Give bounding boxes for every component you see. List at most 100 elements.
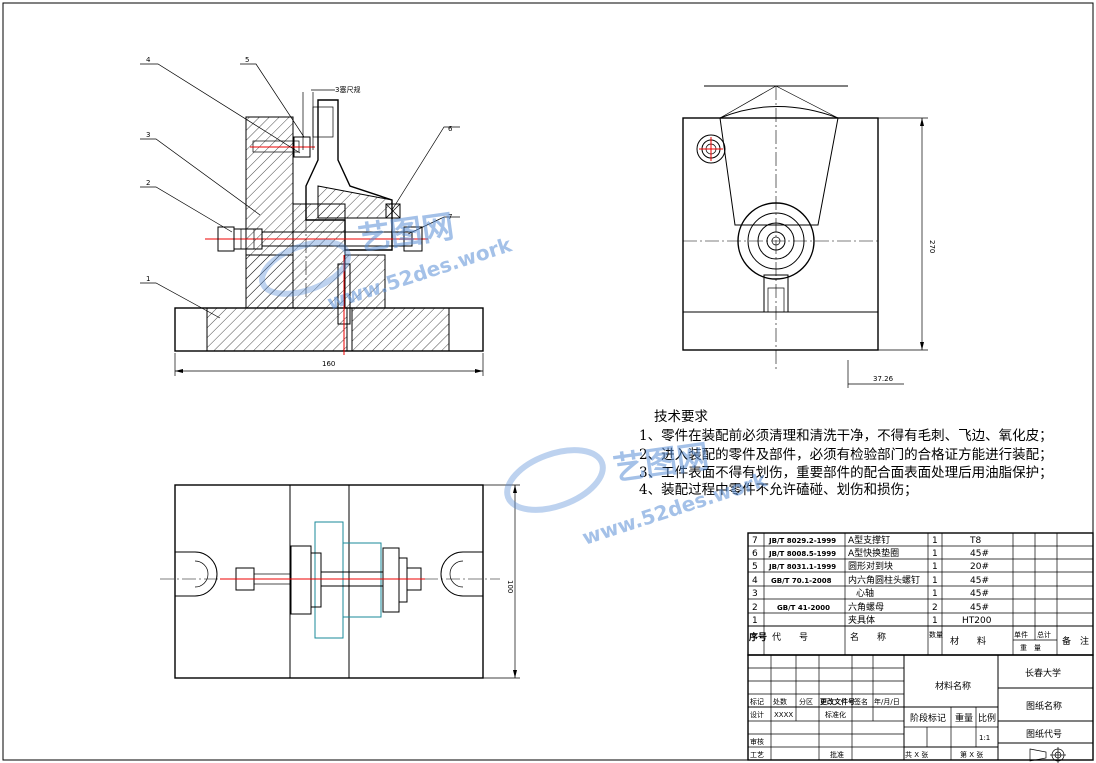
dim-right-offset: 37.26 — [873, 375, 894, 383]
svg-text:XXXX: XXXX — [774, 711, 793, 719]
svg-text:1: 1 — [752, 616, 758, 626]
tech-req-item: 3、工件表面不得有划伤，重要部件的配合面表面处理后用油脂保护； — [639, 464, 1053, 481]
callout-7: 7 — [448, 213, 452, 221]
bom-row: 4 GB/T 70.1-2008 内六角圆柱头螺钉 1 45# — [752, 574, 989, 586]
svg-text:六角螺母: 六角螺母 — [848, 601, 884, 613]
svg-text:阶段标记: 阶段标记 — [910, 712, 946, 724]
callout-5: 5 — [245, 56, 249, 64]
svg-text:审核: 审核 — [750, 737, 764, 746]
svg-text:图纸名称: 图纸名称 — [1026, 700, 1062, 712]
dim-base-length: 160 — [322, 360, 335, 368]
svg-text:序号: 序号 — [749, 631, 767, 643]
callout-2: 2 — [146, 179, 150, 187]
side-view-dims: 270 37.26 — [873, 240, 936, 383]
svg-text:1: 1 — [932, 536, 938, 546]
feeler-label: 3塞尺规 — [335, 85, 360, 94]
svg-text:长春大学: 长春大学 — [1025, 667, 1061, 679]
bom-row: 5 JB/T 8031.1-1999 圆形对到块 1 20# — [752, 560, 989, 572]
svg-text:设计: 设计 — [750, 710, 764, 719]
dim-bottom-height: 100 — [506, 580, 514, 593]
svg-text:2: 2 — [752, 603, 758, 613]
bom-header: 序号 代 号 名 称 数量 材 料 单件 总计 重 量 备 注 — [749, 630, 1089, 652]
svg-text:签名: 签名 — [854, 697, 868, 706]
title-block — [747, 654, 1094, 763]
bom-row: 6 JB/T 8008.5-1999 A型快换垫圈 1 45# — [752, 547, 989, 559]
callout-6: 6 — [448, 125, 453, 133]
svg-text:心轴: 心轴 — [856, 587, 874, 599]
svg-text:更改文件号: 更改文件号 — [820, 697, 855, 706]
svg-text:1:1: 1:1 — [979, 734, 990, 742]
svg-text:45#: 45# — [970, 603, 989, 613]
bom-rows: 7 JB/T 8029.2-1999 A型支撑钉 1 T8 6 JB/T 800… — [749, 534, 1089, 652]
svg-text:材料名称: 材料名称 — [935, 680, 971, 692]
svg-text:数量: 数量 — [929, 630, 943, 639]
svg-text:共 X 张: 共 X 张 — [905, 750, 928, 759]
title-block-text: 材料名称 长春大学 图纸名称 图纸代号 阶段标记 重量 比例 1:1 共 X 张… — [750, 667, 1062, 759]
svg-text:45#: 45# — [970, 576, 989, 586]
callout-1: 1 — [146, 275, 150, 283]
svg-text:45#: 45# — [970, 589, 989, 599]
svg-text:45#: 45# — [970, 549, 989, 559]
tech-req-title: 技术要求 — [654, 409, 708, 425]
svg-text:2: 2 — [932, 603, 938, 613]
svg-text:材 料: 材 料 — [950, 635, 986, 647]
svg-text:总计: 总计 — [1037, 630, 1051, 639]
svg-text:图纸代号: 图纸代号 — [1026, 728, 1062, 740]
svg-text:JB/T 8031.1-1999: JB/T 8031.1-1999 — [768, 563, 836, 571]
svg-text:备 注: 备 注 — [1062, 635, 1089, 647]
svg-text:标准化: 标准化 — [825, 710, 846, 719]
svg-text:比例: 比例 — [978, 712, 996, 724]
svg-text:1: 1 — [932, 616, 938, 626]
front-section-view — [140, 63, 484, 376]
svg-text:A型快换垫圈: A型快换垫圈 — [848, 547, 899, 559]
svg-text:T8: T8 — [969, 536, 981, 546]
svg-text:内六角圆柱头螺钉: 内六角圆柱头螺钉 — [848, 574, 920, 586]
callout-4: 4 — [146, 56, 151, 64]
side-view — [682, 85, 928, 388]
svg-text:GB/T 70.1-2008: GB/T 70.1-2008 — [771, 577, 832, 585]
tech-requirements: 技术要求 1、零件在装配前必须清理和清洗干净，不得有毛刺、飞边、氧化皮； 2、进… — [639, 409, 1053, 498]
svg-text:批准: 批准 — [830, 750, 844, 759]
tech-req-item: 2、进入装配的零件及部件，必须有检验部门的合格证方能进行装配； — [639, 447, 1053, 463]
bom-row: 3 心轴 1 45# — [752, 587, 989, 599]
svg-text:1: 1 — [932, 589, 938, 599]
svg-text:1: 1 — [932, 549, 938, 559]
svg-text:JB/T 8029.2-1999: JB/T 8029.2-1999 — [768, 537, 836, 545]
svg-text:A型支撑钉: A型支撑钉 — [848, 534, 890, 546]
top-view — [160, 484, 520, 679]
callout-3: 3 — [146, 131, 150, 139]
svg-text:GB/T 41-2000: GB/T 41-2000 — [777, 604, 830, 612]
svg-text:圆形对到块: 圆形对到块 — [848, 560, 893, 572]
dim-right-height: 270 — [928, 240, 936, 253]
svg-text:6: 6 — [752, 549, 758, 559]
svg-text:1: 1 — [932, 576, 938, 586]
svg-text:3: 3 — [752, 589, 758, 599]
svg-text:4: 4 — [752, 576, 758, 586]
tech-req-item: 1、零件在装配前必须清理和清洗干净，不得有毛刺、飞边、氧化皮； — [639, 427, 1053, 444]
bom-row: 2 GB/T 41-2000 六角螺母 2 45# — [752, 601, 989, 613]
svg-text:HT200: HT200 — [962, 616, 992, 626]
svg-text:代 号: 代 号 — [772, 632, 808, 643]
svg-text:处数: 处数 — [773, 697, 787, 706]
svg-text:JB/T 8008.5-1999: JB/T 8008.5-1999 — [768, 550, 836, 558]
svg-text:标记: 标记 — [750, 697, 764, 706]
callout-labels: 4 5 3 2 1 6 7 3塞尺规 160 — [146, 56, 453, 368]
bom-row: 7 JB/T 8029.2-1999 A型支撑钉 1 T8 — [752, 534, 981, 546]
svg-text:夹具体: 夹具体 — [848, 614, 875, 626]
svg-text:5: 5 — [752, 562, 758, 572]
svg-text:年/月/日: 年/月/日 — [874, 697, 900, 706]
svg-text:7: 7 — [752, 536, 758, 546]
svg-text:20#: 20# — [970, 562, 989, 572]
tech-req-item: 4、装配过程中零件不允许磕碰、划伤和损伤； — [639, 482, 918, 498]
svg-text:工艺: 工艺 — [750, 751, 764, 759]
svg-text:分区: 分区 — [799, 697, 813, 706]
svg-text:重 量: 重 量 — [1020, 644, 1041, 652]
svg-text:第 X 张: 第 X 张 — [960, 750, 983, 759]
svg-text:重量: 重量 — [955, 712, 973, 724]
svg-text:单件: 单件 — [1014, 630, 1028, 639]
svg-text:名 称: 名 称 — [850, 631, 886, 643]
svg-text:1: 1 — [932, 562, 938, 572]
bom-row: 1 夹具体 1 HT200 — [752, 614, 992, 626]
